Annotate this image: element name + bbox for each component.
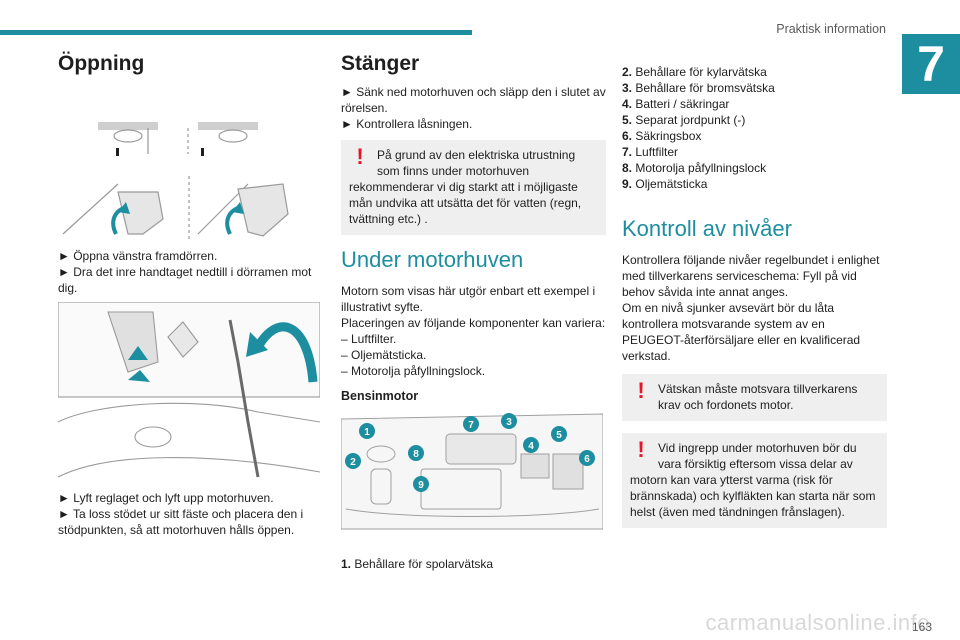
callout-label: 6 [584, 454, 590, 465]
heading-closing: Stänger [341, 52, 420, 75]
callout-label: 9 [418, 480, 424, 491]
heading-under-hood: Under motorhuven [341, 247, 524, 272]
callout-marker [359, 423, 375, 439]
warning-text: Vid ingrepp under motorhuven bör du vara… [630, 441, 876, 519]
intro-line: – Motorolja påfyllningslock. [341, 364, 486, 378]
intro-line: Motorn som visas här utgör enbart ett ex… [341, 284, 596, 314]
component-text: Luftfilter [635, 145, 679, 159]
component-number: 7. [622, 145, 633, 159]
callout-label: 3 [506, 417, 512, 428]
component-number: 5. [622, 113, 633, 127]
component-item: 4. Batteri / säkringar [622, 96, 887, 112]
warning-box-hot-parts: ! Vid ingrepp under motorhuven bör du va… [622, 433, 887, 528]
callout-marker [501, 413, 517, 429]
header-accent-bar [0, 30, 472, 35]
component-text: Säkringsbox [635, 129, 702, 143]
column-closing: Stänger ► Sänk ned motorhuven och släpp … [341, 52, 606, 572]
illustration-engine-bay: 1 2 3 4 5 6 7 8 9 [341, 409, 603, 534]
warning-icon: ! [637, 437, 645, 462]
callout-marker [413, 476, 429, 492]
warning-box-fluid: ! Vätskan måste motsvara tillverkarens k… [622, 374, 887, 421]
heading-level-check: Kontroll av nivåer [622, 216, 792, 241]
callout-marker [579, 450, 595, 466]
component-item: 3. Behållare för bromsvätska [622, 80, 887, 96]
component-item: 5. Separat jordpunkt (-) [622, 112, 887, 128]
callout-label: 1 [364, 427, 370, 438]
intro-line: – Luftfilter. [341, 332, 397, 346]
component-text: Motorolja påfyllningslock [635, 161, 767, 175]
warning-icon: ! [356, 144, 364, 169]
component-number: 3. [622, 81, 633, 95]
callout-label: 2 [350, 457, 356, 468]
column-levels: 2. Behållare för kylarvätska 3. Behållar… [622, 64, 887, 540]
callout-label: 8 [413, 449, 419, 460]
component-number: 9. [622, 177, 633, 191]
component-number: 6. [622, 129, 633, 143]
callout-label: 7 [468, 420, 474, 431]
illustration-hood-prop [58, 302, 320, 482]
heading-opening: Öppning [58, 52, 145, 75]
component-text: Separat jordpunkt (-) [635, 113, 746, 127]
callout-marker [408, 445, 424, 461]
component-text: Batteri / säkringar [635, 97, 730, 111]
illustration-hood-release-lever [58, 84, 320, 242]
component-number: 4. [622, 97, 633, 111]
step-lower-hood: ► Sänk ned motorhuven och släpp den i sl… [341, 85, 606, 115]
step-place-prop: ► Ta loss stödet ur sitt fäste och place… [58, 507, 304, 537]
callout-marker [345, 453, 361, 469]
callout-label: 4 [528, 441, 534, 452]
component-item: 8. Motorolja påfyllningslock [622, 160, 887, 176]
heading-petrol-engine: Bensinmotor [341, 389, 419, 403]
callout-marker [551, 426, 567, 442]
component-list: 2. Behållare för kylarvätska 3. Behållar… [622, 64, 887, 192]
step-open-door: ► Öppna vänstra framdörren. [58, 249, 218, 263]
step-pull-handle: ► Dra det inre handtaget nedtill i dörra… [58, 265, 312, 295]
intro-line: – Oljemätsticka. [341, 348, 427, 362]
callout-marker [523, 437, 539, 453]
section-title: Praktisk information [776, 22, 886, 36]
levels-paragraph: Kontrollera följande nivåer regelbundet … [622, 253, 880, 299]
warning-icon: ! [637, 378, 645, 403]
component-number: 2. [622, 65, 633, 79]
component-item: 2. Behållare för kylarvätska [622, 64, 887, 80]
step-lift-lever: ► Lyft reglaget och lyft upp motorhuven. [58, 491, 274, 505]
component-number: 1. [341, 557, 352, 571]
warning-box-electrical: ! På grund av den elektriska utrustning … [341, 140, 606, 235]
warning-text: På grund av den elektriska utrustning so… [349, 148, 582, 226]
warning-text: Vätskan måste motsvara tillverkarens kra… [658, 382, 858, 412]
chapter-number: 7 [902, 34, 960, 94]
column-opening: Öppning ► Öppna vänstra framdörren. [58, 52, 323, 538]
callout-marker [463, 416, 479, 432]
component-number: 8. [622, 161, 633, 175]
intro-line: Placeringen av följande komponenter kan … [341, 316, 606, 330]
component-item: 6. Säkringsbox [622, 128, 887, 144]
component-item: 7. Luftfilter [622, 144, 887, 160]
component-text: Behållare för spolarvätska [354, 557, 494, 571]
component-item: 1. Behållare för spolarvätska [341, 556, 606, 572]
component-text: Behållare för kylarvätska [635, 65, 767, 79]
watermark: carmanualsonline.info [705, 610, 930, 635]
page-number: 163 [911, 620, 932, 634]
callout-label: 5 [556, 430, 562, 441]
component-text: Behållare för bromsvätska [635, 81, 775, 95]
step-check-lock: ► Kontrollera låsningen. [341, 117, 473, 131]
component-item: 9. Oljemätsticka [622, 176, 887, 192]
levels-paragraph: Om en nivå sjunker avsevärt bör du låta … [622, 301, 861, 363]
component-text: Oljemätsticka [635, 177, 708, 191]
